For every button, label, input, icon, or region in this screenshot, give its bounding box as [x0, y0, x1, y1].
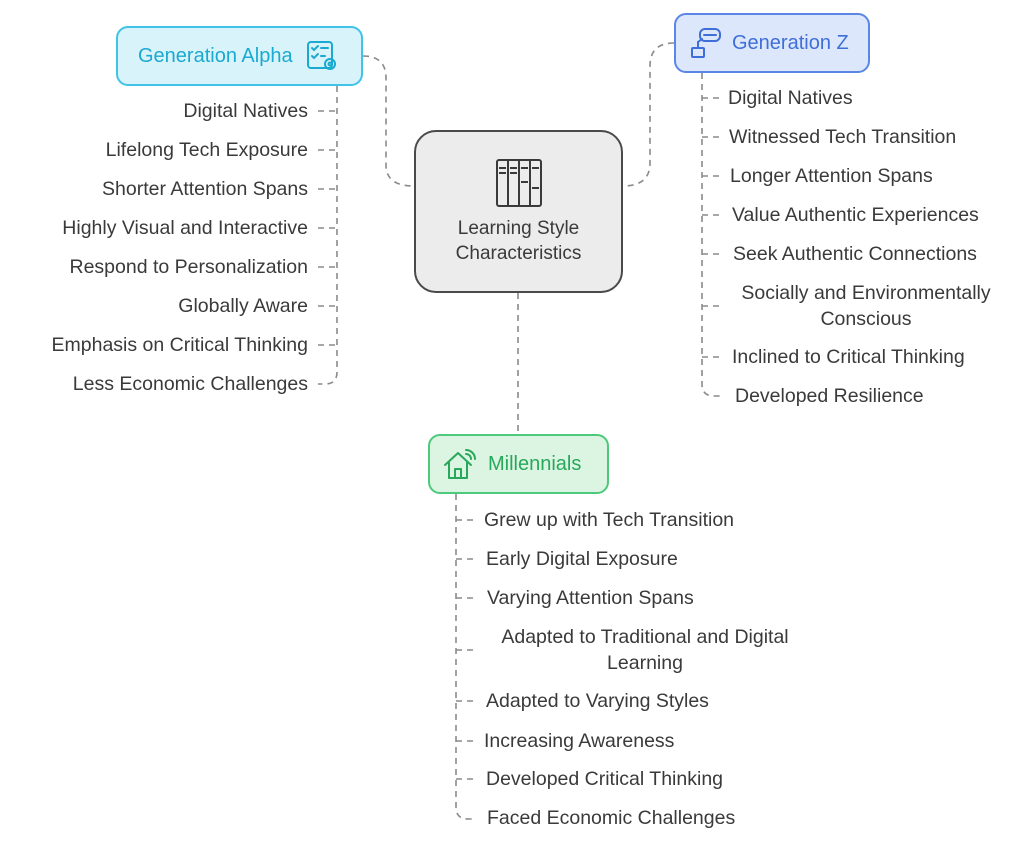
center-node: Learning Style Characteristics [414, 130, 623, 293]
bookshelf-icon [495, 158, 542, 207]
alpha-list-item: Digital Natives [183, 100, 308, 122]
genz-list-item: Socially and Environmentally Conscious [741, 282, 991, 330]
millennials-list-item: Early Digital Exposure [486, 548, 678, 570]
alpha-list-item: Lifelong Tech Exposure [105, 139, 308, 161]
alpha-list-item: Emphasis on Critical Thinking [51, 334, 309, 356]
genz-list-item: Inclined to Critical Thinking [732, 346, 965, 368]
genz-list-item: Seek Authentic Connections [733, 243, 977, 265]
genz-list-item: Digital Natives [728, 87, 853, 109]
alpha-list-item: Respond to Personalization [69, 256, 309, 278]
generation-alpha-node: Generation Alpha [116, 26, 363, 86]
millennials-list-item: Faced Economic Challenges [487, 807, 736, 829]
checklist-gear-icon [306, 41, 336, 70]
genz-list-item: Value Authentic Experiences [732, 204, 979, 226]
alpha-list-item: Shorter Attention Spans [102, 178, 308, 200]
alpha-list-item: Globally Aware [178, 295, 308, 317]
genz-list-item: Longer Attention Spans [730, 165, 933, 187]
alpha-list-item: Highly Visual and Interactive [62, 217, 308, 239]
millennials-node: Millennials [428, 434, 609, 494]
genz-list-item: Developed Resilience [735, 385, 924, 407]
millennials-list-item: Increasing Awareness [484, 730, 675, 752]
millennials-list-item: Grew up with Tech Transition [484, 509, 735, 531]
vr-headset-icon [691, 28, 721, 58]
alpha-list-item: Less Economic Challenges [72, 373, 308, 395]
smart-home-icon [444, 449, 476, 479]
generation-z-label: Generation Z [732, 31, 849, 54]
millennials-list-item: Developed Critical Thinking [486, 768, 724, 790]
generation-alpha-label: Generation Alpha [138, 44, 293, 67]
millennials-list-item: Adapted to Traditional and Digital Learn… [501, 626, 789, 674]
genz-list-item: Witnessed Tech Transition [729, 126, 957, 148]
millennials-label: Millennials [488, 452, 582, 475]
millennials-list-item: Adapted to Varying Styles [486, 690, 709, 712]
millennials-list-item: Varying Attention Spans [487, 587, 694, 609]
generation-z-node: Generation Z [674, 13, 870, 73]
center-title: Learning Style Characteristics [455, 217, 582, 264]
